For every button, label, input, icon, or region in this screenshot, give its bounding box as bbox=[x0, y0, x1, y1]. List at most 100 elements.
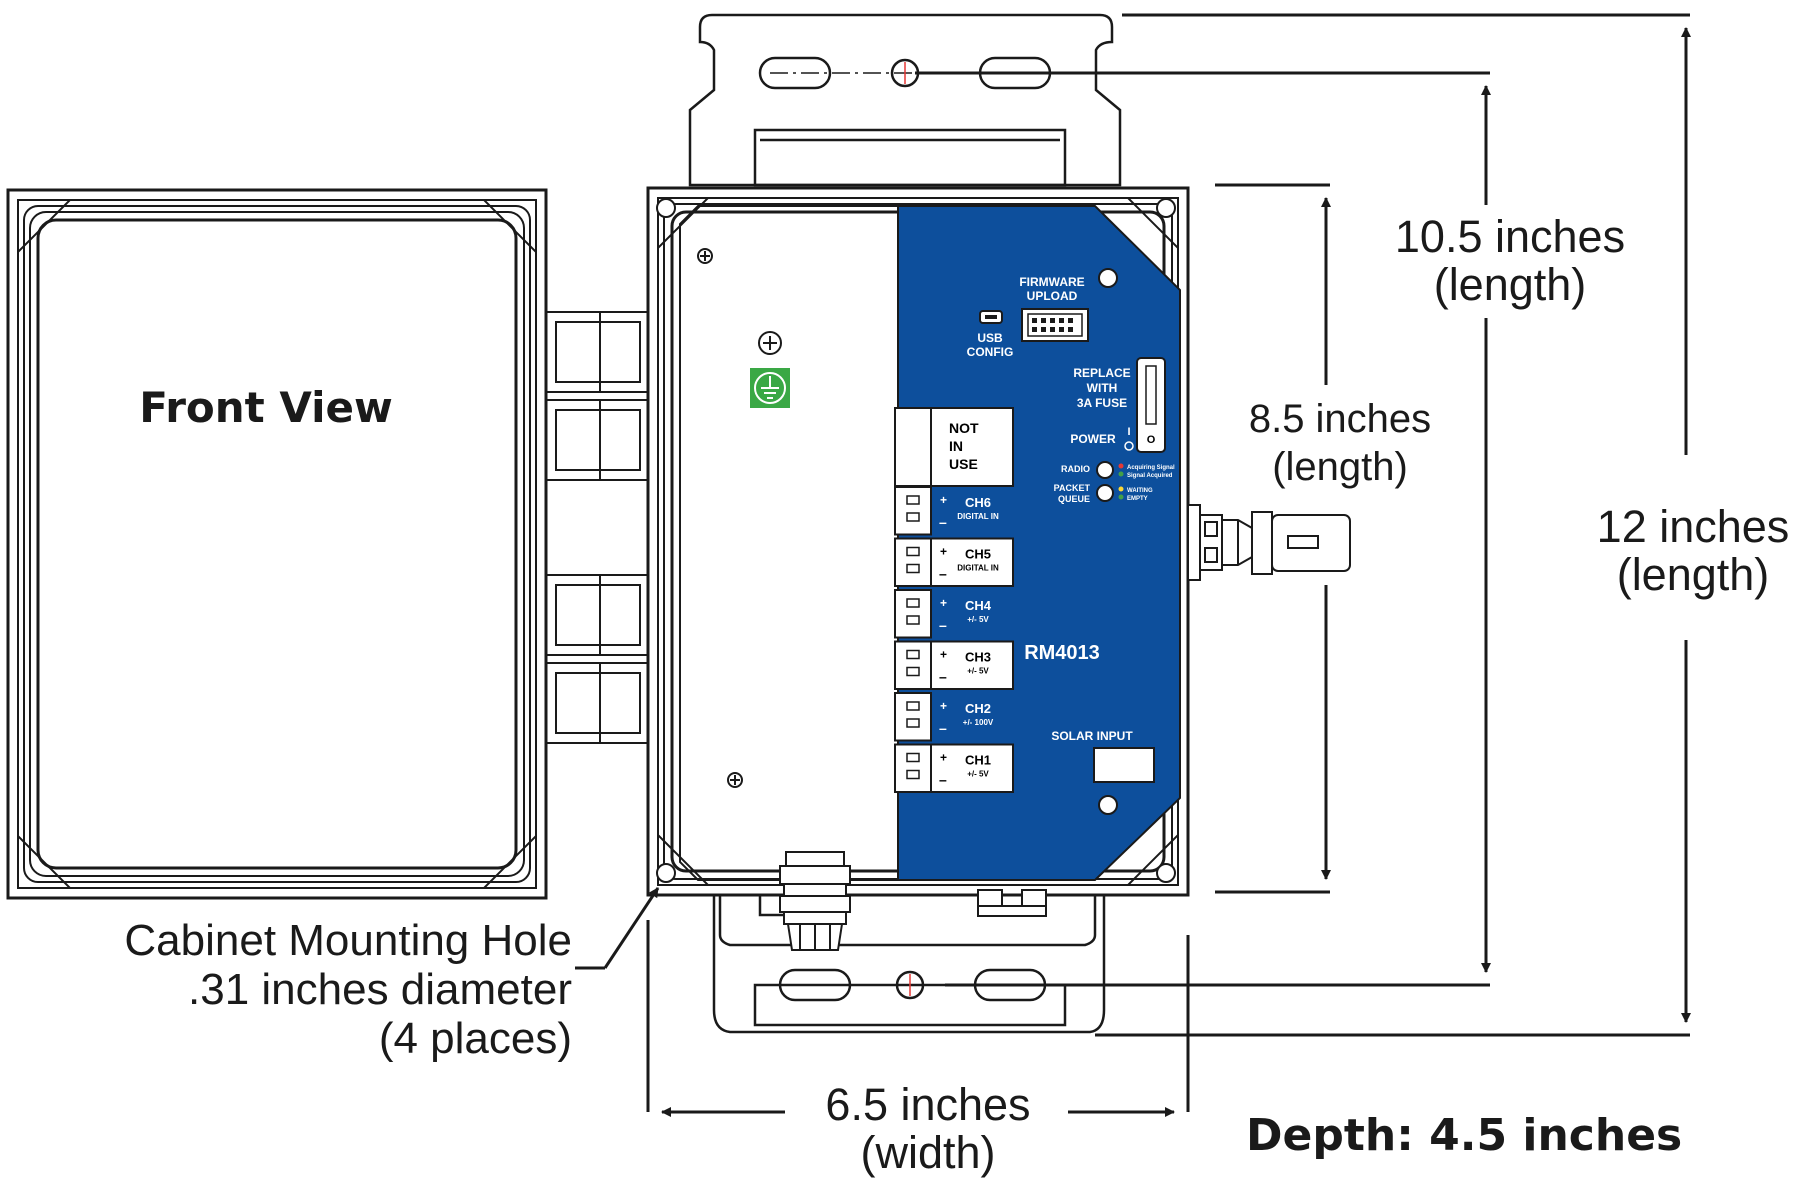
channel-name: CH5 bbox=[965, 547, 991, 562]
dim-6-5-value: 6.5 inches bbox=[825, 1079, 1030, 1130]
packet-label-2: QUEUE bbox=[1058, 494, 1090, 504]
channel-name: CH4 bbox=[965, 598, 992, 613]
terminal-screw bbox=[906, 495, 920, 505]
power-off-mark: O bbox=[1147, 434, 1156, 446]
svg-text:USE: USE bbox=[949, 456, 978, 472]
mounting-hole-label-2: .31 inches diameter bbox=[188, 965, 572, 1014]
channel-terminal-ch1[interactable]: +–CH1+/- 5V bbox=[894, 743, 1014, 793]
terminal-screw bbox=[906, 752, 920, 763]
power-label: POWER bbox=[1070, 432, 1116, 446]
fuse-holder[interactable]: O bbox=[1136, 357, 1166, 453]
front-view-label: Front View bbox=[139, 383, 393, 432]
terminal-screw bbox=[906, 718, 920, 728]
radio-label: RADIO bbox=[1061, 464, 1090, 474]
packet-led bbox=[1096, 484, 1114, 502]
terminal-minus-label: – bbox=[939, 669, 947, 685]
board-model: RM4013 bbox=[1024, 642, 1100, 664]
svg-text:IN: IN bbox=[949, 438, 963, 454]
terminal-screw bbox=[906, 769, 920, 780]
solar-input-label: SOLAR INPUT bbox=[1051, 729, 1133, 743]
channel-terminal-ch2[interactable]: +–CH2+/- 100V bbox=[894, 692, 994, 742]
terminal-screw bbox=[906, 598, 920, 608]
packet-label-1: PACKET bbox=[1054, 483, 1091, 493]
terminal-minus-label: – bbox=[939, 514, 947, 530]
antenna-connector[interactable] bbox=[1187, 504, 1351, 581]
firmware-label-2: UPLOAD bbox=[1027, 289, 1078, 303]
dim-6-5-unit: (width) bbox=[860, 1127, 995, 1178]
radio-led-label-1: Acquiring Signal bbox=[1127, 465, 1175, 471]
radio-led-green-icon bbox=[1118, 471, 1124, 477]
mounting-hole-label-1: Cabinet Mounting Hole bbox=[124, 916, 572, 965]
radio-led bbox=[1096, 461, 1114, 479]
hinges bbox=[545, 311, 651, 744]
terminal-plus-label: + bbox=[940, 493, 947, 507]
packet-led-label-2: EMPTY bbox=[1127, 496, 1148, 502]
solar-input-port[interactable] bbox=[1093, 747, 1155, 783]
not-in-use-block: NOT IN USE bbox=[894, 407, 1014, 487]
packet-led-green-icon bbox=[1118, 494, 1124, 500]
top-mounting-bracket bbox=[688, 13, 1122, 187]
terminal-minus-label: – bbox=[939, 617, 947, 633]
fuse-label-2: WITH bbox=[1087, 381, 1118, 395]
terminal-screw bbox=[906, 666, 920, 677]
channel-label-box bbox=[930, 537, 1014, 587]
channel-spec: +/- 5V bbox=[967, 667, 989, 676]
power-switch-icon[interactable] bbox=[1124, 441, 1134, 451]
channel-name: CH2 bbox=[965, 701, 991, 716]
radio-led-label-2: Signal Acquired bbox=[1127, 473, 1173, 479]
power-on-mark: I bbox=[1127, 426, 1130, 438]
terminal-minus-label: – bbox=[939, 566, 947, 582]
firmware-upload-port[interactable] bbox=[1021, 308, 1089, 342]
svg-text:NOT: NOT bbox=[949, 420, 979, 436]
packet-led-yellow-icon bbox=[1118, 486, 1124, 492]
usb-port-slot bbox=[985, 315, 997, 319]
terminal-minus-label: – bbox=[939, 772, 947, 788]
channel-label-box bbox=[930, 743, 1014, 793]
channel-spec: DIGITAL IN bbox=[957, 512, 999, 521]
channel-spec: +/- 5V bbox=[967, 770, 989, 779]
firmware-label-1: FIRMWARE bbox=[1019, 275, 1084, 289]
terminal-screw bbox=[906, 546, 920, 557]
terminal-plus-label: + bbox=[940, 699, 947, 713]
depth-label: Depth: 4.5 inches bbox=[1246, 1110, 1682, 1161]
terminal-screw bbox=[906, 615, 920, 625]
board-standoffs bbox=[1098, 268, 1118, 815]
channel-name: CH3 bbox=[965, 650, 991, 665]
usb-label-1: USB bbox=[977, 331, 1003, 345]
mounting-hole-label-3: (4 places) bbox=[379, 1014, 572, 1063]
terminal-minus-label: – bbox=[939, 720, 947, 736]
channel-spec: DIGITAL IN bbox=[957, 564, 999, 573]
cable-gland bbox=[779, 851, 851, 951]
cabinet-mounting-holes bbox=[656, 198, 1176, 883]
terminal-plus-label: + bbox=[940, 596, 947, 610]
channel-name: CH1 bbox=[965, 753, 991, 768]
terminal-screw bbox=[906, 649, 920, 660]
channel-label-box bbox=[930, 640, 1014, 690]
channel-spec: +/- 5V bbox=[967, 615, 989, 624]
cabinet-door bbox=[6, 188, 548, 900]
terminal-screw bbox=[906, 512, 920, 522]
radio-led-red-icon bbox=[1118, 463, 1124, 469]
terminal-screw bbox=[906, 563, 920, 574]
ground-label-icon bbox=[750, 368, 790, 408]
dim-12-unit: (length) bbox=[1617, 549, 1770, 600]
bottom-connectors bbox=[977, 889, 1047, 917]
terminal-plus-label: + bbox=[940, 648, 947, 662]
terminal-screw bbox=[906, 701, 920, 711]
channel-terminal-ch3[interactable]: + – CH3 +/- 5V bbox=[894, 640, 1014, 690]
ground-screw-icon bbox=[758, 331, 782, 355]
fuse-label-1: REPLACE bbox=[1073, 366, 1130, 380]
dimension-lines bbox=[575, 13, 1691, 1117]
circuit-board bbox=[897, 205, 1181, 881]
dim-10-5-unit: (length) bbox=[1434, 259, 1587, 310]
dim-8-5-value: 8.5 inches bbox=[1249, 397, 1431, 441]
fuse-label-3: 3A FUSE bbox=[1077, 396, 1127, 410]
usb-label-2: CONFIG bbox=[967, 345, 1014, 359]
channel-terminal-ch4[interactable]: + – CH4 +/- 5V bbox=[894, 589, 992, 639]
channel-name: CH6 bbox=[965, 495, 991, 510]
dim-10-5-value: 10.5 inches bbox=[1395, 211, 1625, 262]
